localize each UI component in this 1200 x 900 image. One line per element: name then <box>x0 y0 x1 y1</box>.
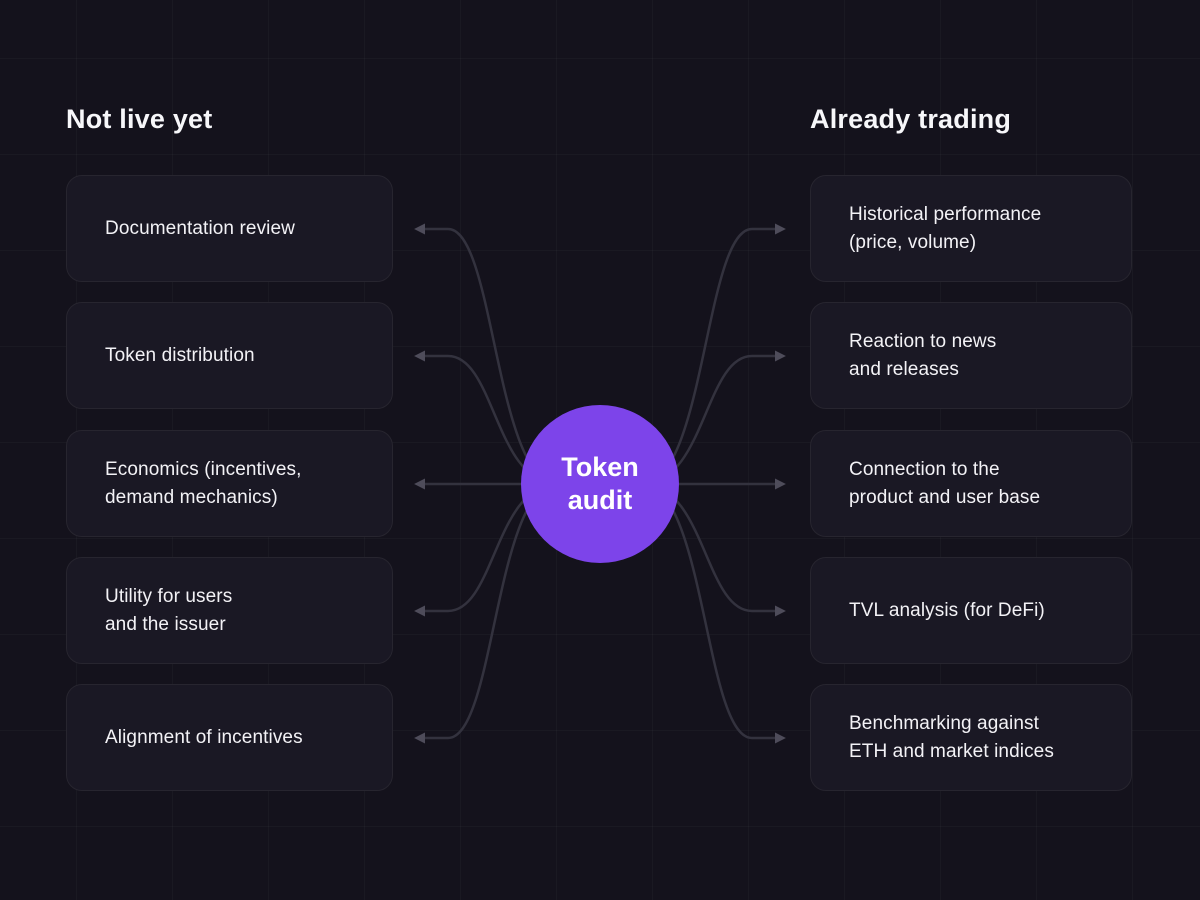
card-connection-to-product: Connection to the product and user base <box>810 430 1132 537</box>
card-economics: Economics (incentives, demand mechanics) <box>66 430 393 537</box>
card-label: Connection to the product and user base <box>849 458 1041 508</box>
left-column-title: Not live yet <box>66 104 213 134</box>
card-token-distribution: Token distribution <box>66 302 393 409</box>
card-label: Token distribution <box>105 344 255 366</box>
card-reaction-to-news: Reaction to news and releases <box>810 302 1132 409</box>
card-label: Historical performance (price, volume) <box>849 203 1042 253</box>
right-column-title: Already trading <box>810 104 1012 134</box>
card-tvl-analysis: TVL analysis (for DeFi) <box>810 557 1132 664</box>
card-label: TVL analysis (for DeFi) <box>849 599 1045 621</box>
card-label: Economics (incentives, demand mechanics) <box>105 458 302 508</box>
card-label: Documentation review <box>105 217 295 239</box>
card-label: Benchmarking against ETH and market indi… <box>849 712 1054 762</box>
card-benchmarking: Benchmarking against ETH and market indi… <box>810 684 1132 791</box>
card-utility: Utility for users and the issuer <box>66 557 393 664</box>
card-alignment-of-incentives: Alignment of incentives <box>66 684 393 791</box>
card-label: Alignment of incentives <box>105 726 303 748</box>
card-label: Reaction to news and releases <box>849 330 997 380</box>
card-historical-performance: Historical performance (price, volume) <box>810 175 1132 282</box>
card-label: Utility for users and the issuer <box>105 585 233 635</box>
token-audit-label: Token audit <box>561 452 639 515</box>
card-documentation-review: Documentation review <box>66 175 393 282</box>
token-audit-node: Token audit <box>521 405 679 563</box>
